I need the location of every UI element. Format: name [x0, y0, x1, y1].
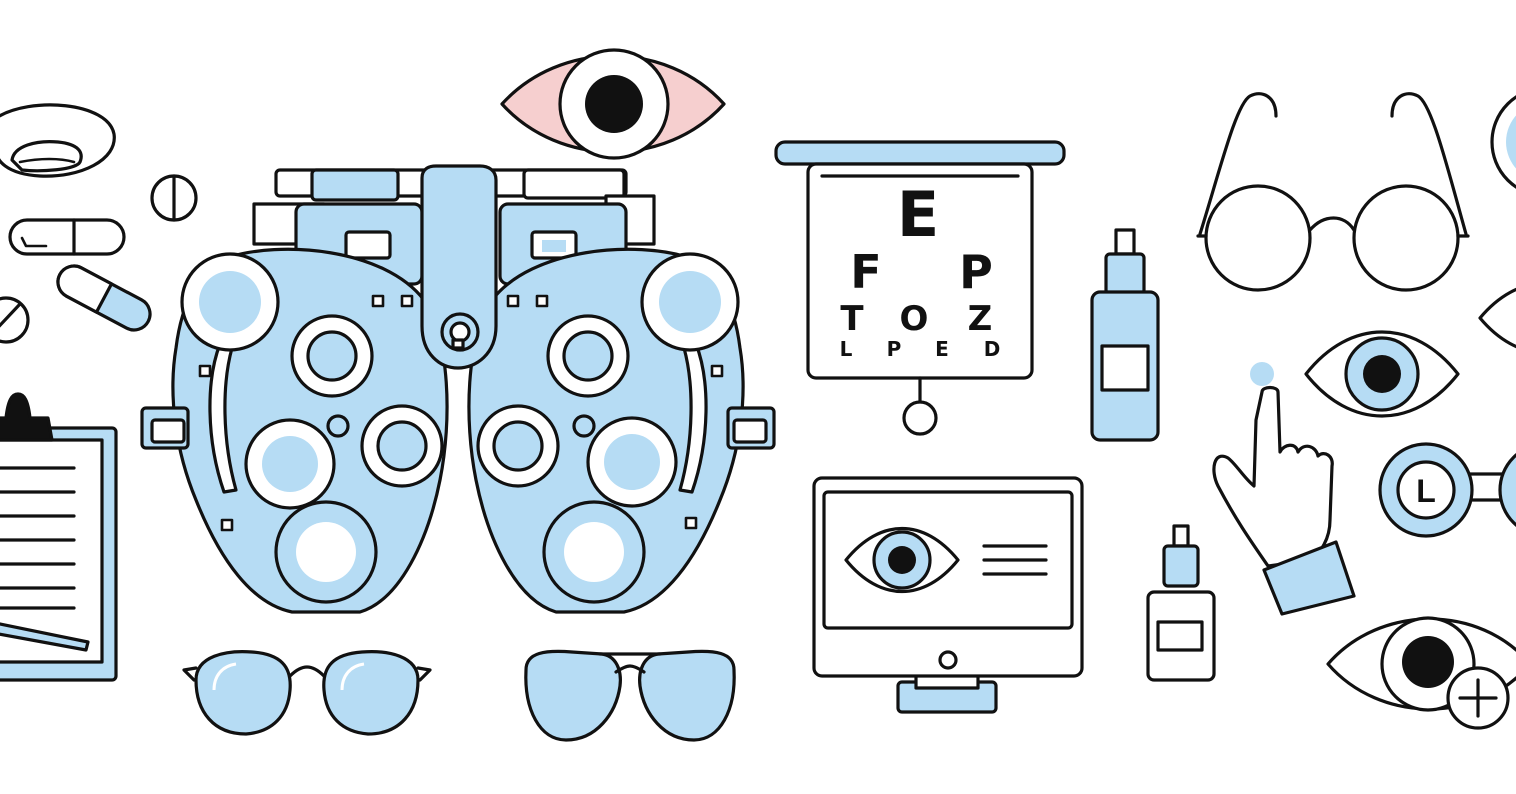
partial-eye-icon [1478, 287, 1516, 349]
chart-letter-row4-1: L [840, 337, 853, 361]
chart-letter-row3-3: Z [968, 299, 993, 339]
eye-chart-icon: E F P T O Z L P E D [774, 140, 1066, 436]
eye-plus-icon [1326, 616, 1516, 730]
chart-letter-row4-4: D [984, 337, 1001, 361]
contact-lens-case-left-label: L [1416, 473, 1436, 509]
monitor-eye-scan-icon [812, 476, 1084, 714]
contact-lens-icon [0, 103, 116, 178]
capsule-icon [8, 218, 126, 256]
clipboard-icon [0, 392, 118, 682]
chart-letter-row2-2: P [959, 245, 993, 299]
contact-lens-case-icon: L [1378, 442, 1516, 538]
half-pill-icon [0, 296, 30, 344]
round-glasses-icon [1196, 92, 1470, 292]
eye-drops-icon [1090, 228, 1160, 442]
chart-letter-row4-3: E [935, 337, 949, 361]
eye-icon [1304, 330, 1460, 418]
chart-letter-row3-2: O [900, 299, 929, 339]
chart-letter-row3-1: T [840, 299, 864, 339]
pointing-hand-icon [1212, 362, 1356, 616]
round-pill-icon [150, 174, 198, 222]
red-eye-icon [500, 48, 726, 160]
blue-lens-glasses-icon [182, 650, 432, 736]
blue-capsule-icon [56, 264, 152, 332]
eye-drops-small-icon [1146, 524, 1216, 682]
chart-letter-row1-1: E [897, 178, 939, 251]
aviator-sunglasses-icon [524, 649, 736, 742]
chart-letter-row2-1: F [850, 245, 881, 299]
chart-letter-row4-2: P [887, 337, 902, 361]
partial-lens-icon [1490, 95, 1516, 189]
phoropter-icon [140, 164, 776, 614]
